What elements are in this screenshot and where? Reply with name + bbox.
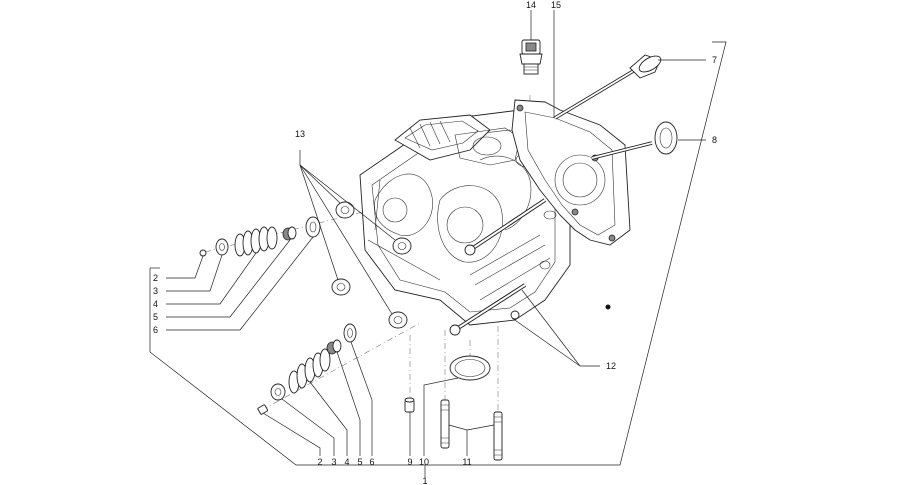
- callout-labels: 1 2 3 4 5 6 2 3 4 5 6 7 8 9 10 11 12 13 …: [153, 0, 717, 485]
- callout-6-lower: 6: [369, 457, 374, 467]
- callout-3-upper: 3: [153, 286, 158, 296]
- valve-spring-group-lower: [257, 323, 357, 415]
- studs-11: [440, 399, 503, 461]
- callout-leaders: [166, 10, 706, 456]
- callout-12: 12: [606, 361, 616, 371]
- callout-6-upper: 6: [153, 325, 158, 335]
- callout-5-upper: 5: [153, 312, 158, 322]
- callout-2-lower: 2: [317, 457, 322, 467]
- callout-15: 15: [551, 0, 561, 10]
- callout-10: 10: [419, 457, 429, 467]
- spring-upper: [234, 226, 278, 257]
- spring-lower: [288, 348, 331, 394]
- callout-13: 13: [295, 129, 305, 139]
- leader-lines: [149, 41, 727, 478]
- valve-exhaust: [554, 54, 662, 120]
- callout-8: 8: [712, 135, 717, 145]
- dowel-pin: [404, 397, 415, 413]
- callout-1: 1: [422, 476, 427, 485]
- callout-4-lower: 4: [344, 457, 349, 467]
- valve-intake: [591, 121, 678, 160]
- head-bolts: [449, 198, 547, 336]
- reference-dot: [605, 304, 611, 310]
- callout-7: 7: [712, 55, 717, 65]
- o-ring: [449, 355, 491, 381]
- callout-4-upper: 4: [153, 299, 158, 309]
- callout-2-upper: 2: [153, 273, 158, 283]
- temperature-sensor: [519, 39, 543, 75]
- callout-11: 11: [462, 457, 471, 467]
- callout-14: 14: [526, 0, 536, 10]
- nuts-13: [331, 201, 412, 329]
- valve-spring-group-upper: [199, 216, 321, 257]
- cylinder-head-body: [359, 109, 571, 326]
- callout-9: 9: [407, 457, 412, 467]
- callout-5-lower: 5: [357, 457, 362, 467]
- callout-3-lower: 3: [331, 457, 336, 467]
